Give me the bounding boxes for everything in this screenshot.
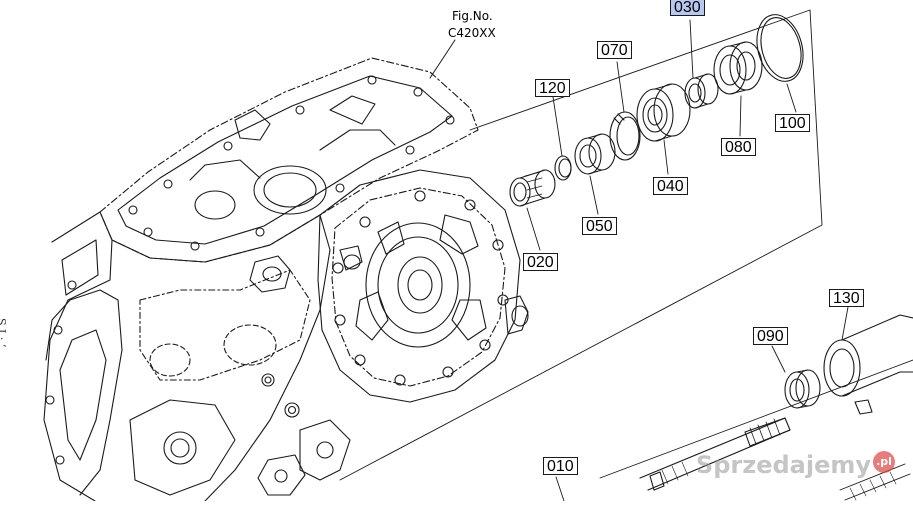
part-label-010[interactable]: 010	[543, 457, 578, 475]
part-050-bearing	[574, 133, 616, 175]
part-130-sleeve	[823, 314, 913, 415]
leader-lines	[526, 19, 849, 502]
watermark-badge: .pl	[873, 451, 895, 473]
part-080-oil-seal	[713, 41, 763, 95]
rear-cover-flange	[317, 169, 529, 403]
part-120-snap-ring	[554, 155, 572, 181]
part-100-o-ring	[756, 14, 804, 82]
part-label-100[interactable]: 100	[775, 114, 810, 132]
side-caption: S I · ʻ ...	[0, 318, 8, 362]
part-label-080[interactable]: 080	[721, 138, 756, 156]
part-020-needle-bearing	[509, 169, 556, 207]
figure-number-code: C420XX	[448, 26, 496, 40]
part-010-shaft	[639, 417, 911, 501]
part-label-050[interactable]: 050	[582, 217, 617, 235]
part-label-130[interactable]: 130	[829, 289, 864, 307]
part-label-020[interactable]: 020	[523, 253, 558, 271]
watermark: Sprzedajemy.pl	[696, 451, 895, 479]
part-090-seal	[784, 369, 821, 409]
part-030-collar	[684, 73, 719, 109]
figure-number-label: Fig.No.	[452, 9, 493, 23]
part-070-circlip	[609, 111, 641, 161]
part-label-070[interactable]: 070	[597, 41, 632, 59]
part-label-090[interactable]: 090	[753, 327, 788, 345]
part-label-030[interactable]: 030	[670, 0, 705, 16]
transmission-case	[43, 57, 479, 502]
part-label-040[interactable]: 040	[653, 177, 688, 195]
part-label-120[interactable]: 120	[535, 79, 570, 97]
part-040-ball-bearing	[636, 83, 691, 142]
watermark-text: Sprzedajemy	[695, 451, 871, 479]
